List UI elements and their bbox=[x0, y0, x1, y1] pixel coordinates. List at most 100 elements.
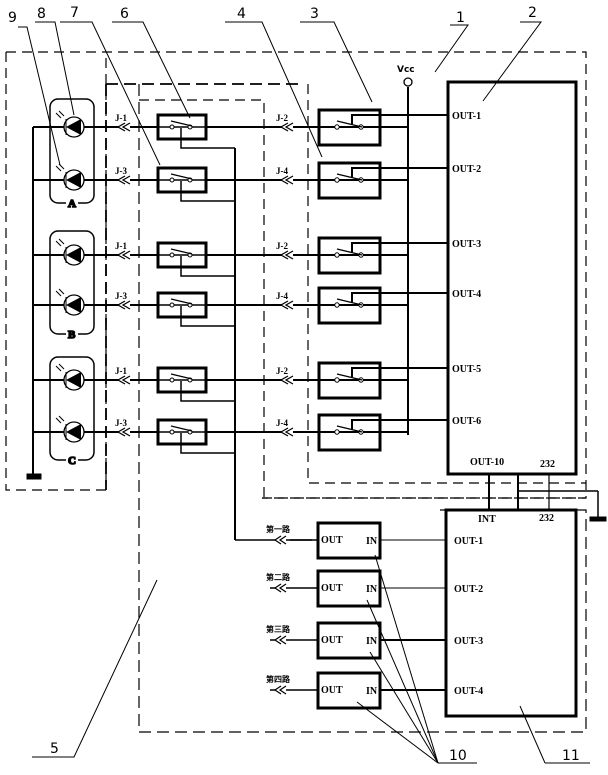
connector-icon bbox=[116, 427, 131, 437]
relay-control-wire bbox=[180, 256, 235, 277]
top-controller-output-5: OUT-5 bbox=[452, 364, 481, 375]
connector-label-left: J-3 bbox=[115, 166, 127, 176]
ref-1: 1 bbox=[456, 10, 465, 26]
connector-icon bbox=[279, 175, 294, 185]
port-232-top: 232 bbox=[540, 459, 555, 470]
relay-control-wire bbox=[180, 381, 235, 402]
connector-label-right: J-4 bbox=[276, 418, 288, 428]
signal-row: J-3 J-4 bbox=[33, 286, 448, 327]
ref-6: 6 bbox=[120, 6, 129, 22]
signal-row: J-1 J-2 bbox=[33, 236, 448, 277]
relay-left bbox=[156, 418, 235, 454]
switch-contact bbox=[336, 425, 363, 433]
switch-contact bbox=[170, 248, 193, 255]
connector-icon bbox=[273, 583, 287, 593]
top-controller-output-2: OUT-2 bbox=[452, 164, 481, 175]
lamp-group-label: C bbox=[68, 455, 76, 467]
lamp-group-label: B bbox=[68, 329, 76, 341]
connector-label-right: J-4 bbox=[276, 291, 288, 301]
connector-icon bbox=[279, 300, 294, 310]
channel-label: 第三路 bbox=[266, 624, 291, 634]
connector-label-right: J-2 bbox=[276, 366, 288, 376]
driver-in-label: IN bbox=[366, 636, 378, 647]
lamp-icon bbox=[55, 415, 85, 443]
connector-icon bbox=[279, 122, 294, 132]
connector-icon bbox=[273, 685, 287, 695]
driver-out-label: OUT bbox=[321, 583, 343, 594]
light-emission-icon bbox=[55, 288, 65, 297]
connector-icon bbox=[273, 535, 287, 545]
lamp-icon bbox=[55, 163, 85, 191]
lamp-group-c: C bbox=[49, 356, 95, 468]
reference-numbers: 9 8 7 6 4 3 1 2 5 10 11 bbox=[8, 5, 580, 764]
channel-label: 第二路 bbox=[266, 572, 291, 582]
relay-right bbox=[317, 361, 448, 400]
relay-coil-wire bbox=[351, 419, 448, 429]
connector-icon bbox=[279, 375, 294, 385]
relay-common-bus bbox=[234, 148, 312, 541]
ref-2: 2 bbox=[528, 5, 537, 21]
label-bg bbox=[66, 455, 78, 465]
connector-label-right: J-2 bbox=[276, 113, 288, 123]
ref-7: 7 bbox=[70, 5, 79, 21]
driver-out-label: OUT bbox=[321, 535, 343, 546]
lamp-group-a: A bbox=[49, 98, 95, 211]
relay-right bbox=[317, 286, 448, 325]
relay-control-wire bbox=[180, 306, 235, 327]
relay-control-wire bbox=[180, 433, 235, 454]
light-emission-icon bbox=[55, 163, 65, 172]
lamp-icon bbox=[55, 110, 85, 138]
lamp-icon bbox=[55, 363, 85, 391]
driver-in-label: IN bbox=[366, 686, 378, 697]
enclosure-5 bbox=[105, 83, 587, 733]
relay-right bbox=[317, 161, 448, 200]
relay-control-wire bbox=[180, 181, 235, 202]
connector-label-left: J-1 bbox=[115, 241, 127, 251]
driver-out-label: OUT bbox=[321, 685, 343, 696]
connector-icon bbox=[116, 375, 131, 385]
relay-left bbox=[156, 241, 235, 277]
label-bg bbox=[66, 198, 78, 208]
connector-icon bbox=[116, 122, 131, 132]
relay-control-wire bbox=[180, 128, 235, 149]
top-controller-output-1: OUT-1 bbox=[452, 111, 481, 122]
relay-left bbox=[156, 366, 235, 402]
relay-left bbox=[156, 291, 235, 327]
bottom-controller-output-1: OUT-1 bbox=[454, 536, 483, 547]
switch-contact bbox=[336, 248, 363, 256]
bottom-controller-output-2: OUT-2 bbox=[454, 584, 483, 595]
relay-coil-wire bbox=[351, 114, 448, 124]
bottom-controller-output-4: OUT-4 bbox=[454, 686, 483, 697]
relay-coil-wire bbox=[351, 367, 448, 377]
relay-left bbox=[156, 113, 235, 149]
relay-coil-wire bbox=[351, 167, 448, 177]
relay-coil-wire bbox=[351, 242, 448, 252]
bottom-controller-output-3: OUT-3 bbox=[454, 636, 483, 647]
port-out10: OUT-10 bbox=[470, 457, 504, 468]
connector-label-right: J-2 bbox=[276, 241, 288, 251]
ref-10: 10 bbox=[449, 748, 467, 764]
lamp-group-label: A bbox=[68, 198, 76, 210]
connector-label-left: J-3 bbox=[115, 291, 127, 301]
top-controller-output-3: OUT-3 bbox=[452, 239, 481, 250]
lamp-group-b: B bbox=[49, 230, 95, 342]
top-controller-output-6: OUT-6 bbox=[452, 416, 481, 427]
driver-in-label: IN bbox=[366, 584, 378, 595]
switch-contact bbox=[336, 373, 363, 381]
top-controller-output-4: OUT-4 bbox=[452, 289, 481, 300]
connector-icon bbox=[279, 427, 294, 437]
switch-contact bbox=[170, 425, 193, 432]
switch-contact bbox=[170, 120, 193, 127]
connector-icon bbox=[273, 635, 287, 645]
connector-icon bbox=[116, 250, 131, 260]
connector-icon bbox=[116, 175, 131, 185]
relay-right bbox=[317, 413, 448, 452]
